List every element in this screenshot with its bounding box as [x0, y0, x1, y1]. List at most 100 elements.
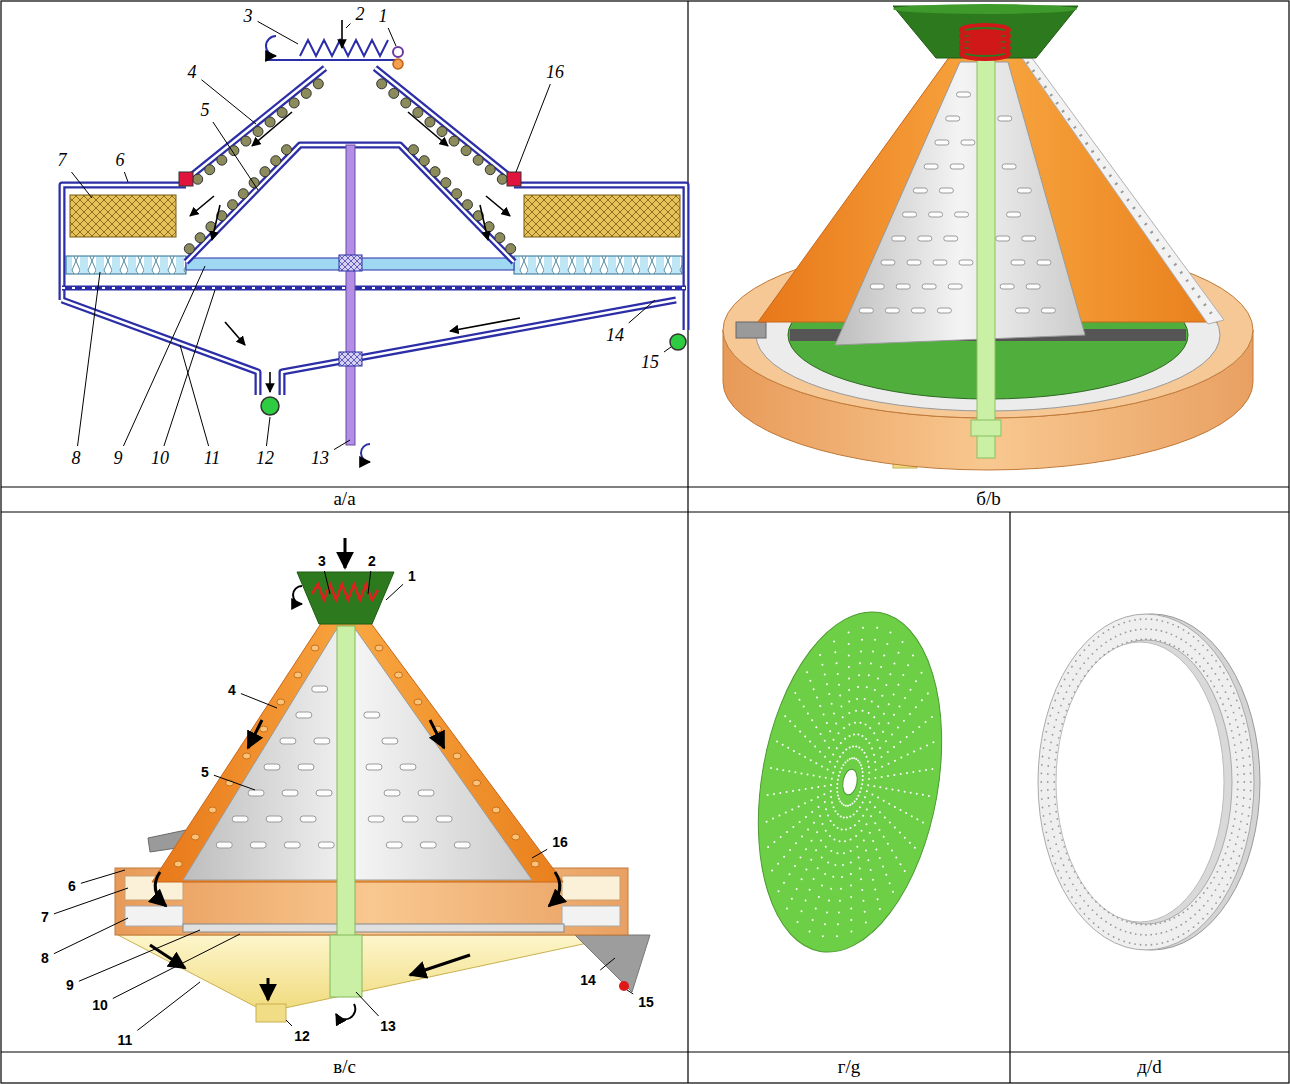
- perforation: [1080, 680, 1082, 682]
- perforation: [904, 791, 906, 793]
- perforation: [891, 733, 893, 735]
- perforation: [843, 852, 845, 854]
- perforation: [848, 666, 850, 668]
- panel-caption: а/a: [1, 487, 688, 512]
- perforation: [1187, 654, 1189, 656]
- perforation: [862, 771, 864, 773]
- perforation: [766, 627, 935, 937]
- perforation: [1215, 889, 1217, 891]
- perforation: [922, 821, 924, 823]
- slot: [1022, 236, 1036, 241]
- perforation: [804, 735, 806, 737]
- perforation: [1219, 666, 1221, 668]
- perforation: [825, 846, 827, 848]
- perforation: [473, 780, 481, 786]
- perforation: [848, 723, 850, 725]
- perforation: [838, 684, 840, 686]
- perforation: [839, 800, 841, 802]
- ball-element: [205, 165, 215, 175]
- perforation: [1091, 666, 1093, 668]
- perforation: [846, 817, 848, 819]
- perforation: [804, 802, 806, 804]
- perforation: [1167, 940, 1169, 942]
- perforation: [1199, 666, 1201, 668]
- perforation: [1195, 901, 1197, 903]
- callout-number: 15: [639, 353, 661, 371]
- outlet-valve: [619, 981, 629, 991]
- perforation: [1077, 877, 1079, 879]
- ball-element: [193, 174, 203, 184]
- slot: [250, 842, 266, 848]
- perforation: [883, 836, 885, 838]
- perforation: [1236, 803, 1238, 805]
- sensor-block: [507, 172, 521, 186]
- perforation: [881, 695, 883, 697]
- perforation: [875, 769, 877, 771]
- flow-arrow: [410, 955, 470, 975]
- perforation: [899, 705, 901, 707]
- slot: [364, 712, 380, 718]
- perforation: [1145, 638, 1147, 640]
- perforation: [1156, 619, 1158, 621]
- perforation: [824, 740, 826, 742]
- ball-element: [184, 244, 194, 254]
- perforation: [1071, 865, 1073, 867]
- perforation: [1120, 929, 1122, 931]
- roller: [393, 47, 403, 57]
- ball-element: [277, 107, 287, 117]
- perforation: [877, 797, 879, 799]
- perforation: [1178, 648, 1180, 650]
- outlet-valve: [670, 334, 686, 350]
- perforation: [1040, 790, 1042, 792]
- perforation: [1242, 805, 1244, 807]
- perforation: [1052, 734, 1054, 736]
- perforation: [825, 808, 827, 810]
- ball-element: [473, 155, 483, 165]
- flow-arrow: [450, 318, 520, 331]
- perforation: [851, 757, 853, 759]
- perforation: [1235, 843, 1237, 845]
- perforation: [887, 751, 889, 753]
- perforation: [1237, 774, 1239, 776]
- perforation: [1243, 797, 1245, 799]
- perforation: [1052, 828, 1054, 830]
- ball-element: [425, 117, 435, 127]
- flow-arrow: [549, 872, 560, 906]
- perforation: [912, 731, 914, 733]
- perforation: [870, 662, 872, 664]
- perforation: [1047, 839, 1049, 841]
- leader-line: [123, 266, 205, 446]
- perforation: [1118, 624, 1120, 626]
- feed-spring: [300, 40, 388, 56]
- perforation: [836, 747, 838, 749]
- perforation: [893, 714, 895, 716]
- drive-shaft: [977, 58, 995, 458]
- perforation: [853, 813, 855, 815]
- perforation: [1229, 723, 1231, 725]
- perforation: [922, 794, 924, 796]
- perforation: [1112, 648, 1114, 650]
- rotation-arrow: [293, 586, 355, 1019]
- perforation: [857, 686, 859, 688]
- flow-arrow: [225, 322, 245, 345]
- perforation: [877, 678, 879, 680]
- perforation: [882, 865, 884, 867]
- ball-element: [413, 107, 423, 117]
- perforation: [1084, 887, 1086, 889]
- perforation: [1155, 629, 1157, 631]
- panel-caption: б/b: [688, 487, 1289, 512]
- perforation: [772, 818, 774, 820]
- perforation: [862, 815, 864, 817]
- perforation: [1079, 908, 1081, 910]
- perforation: [1233, 712, 1235, 714]
- perforation: [1230, 877, 1232, 879]
- bearing: [339, 255, 362, 271]
- perforation: [874, 639, 876, 641]
- perforation: [1167, 622, 1169, 624]
- perforation: [840, 888, 842, 890]
- perforation: [1177, 936, 1179, 938]
- section-render: [115, 538, 650, 1022]
- perforation: [859, 867, 861, 869]
